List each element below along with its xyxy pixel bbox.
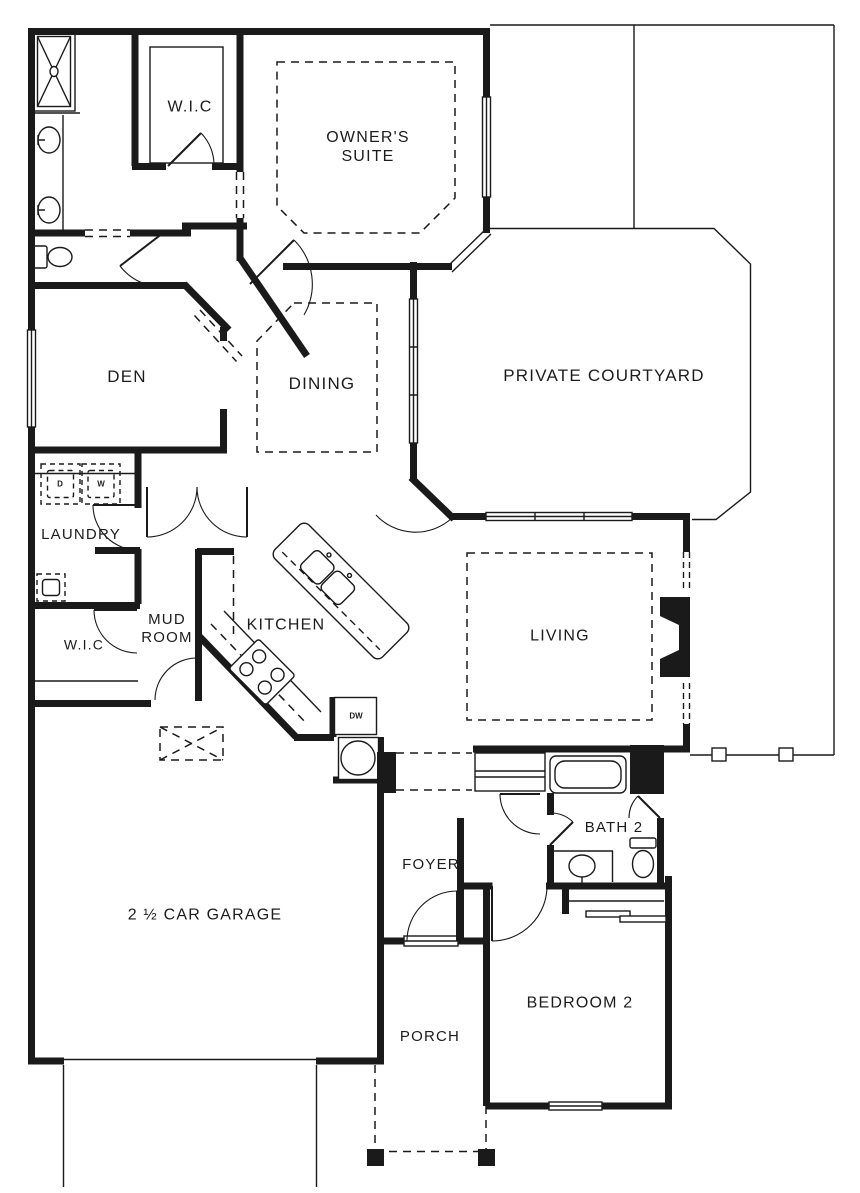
front-door xyxy=(406,890,458,942)
hall-double-door-right xyxy=(196,486,248,538)
room-label-garage: 2 ½ CAR GARAGE xyxy=(127,906,283,924)
room-label-den: DEN xyxy=(107,366,147,386)
washer xyxy=(81,463,121,505)
porch-outline xyxy=(374,1065,487,1153)
kitchen-island xyxy=(272,522,410,660)
hall-closet xyxy=(474,752,546,792)
room-label-private-courtyard: PRIVATE COURTYARD xyxy=(503,365,705,385)
room-label-bath-2: BATH 2 xyxy=(584,819,644,836)
vanity-sink-1 xyxy=(37,126,61,154)
bath2-vanity xyxy=(550,850,614,882)
bathtub xyxy=(549,755,627,794)
foyer-cased-opening xyxy=(396,752,472,791)
room-label-owners-suite: OWNER'S SUITE xyxy=(326,128,410,165)
toilet-1 xyxy=(32,245,73,269)
dryer-label: D xyxy=(57,479,63,489)
shower xyxy=(32,31,76,112)
room-label-foyer: FOYER xyxy=(402,856,460,873)
vanity-sink-3 xyxy=(568,854,596,883)
courtyard-door xyxy=(375,478,453,533)
bedroom-window xyxy=(548,1101,603,1111)
hall-closet-door xyxy=(499,793,541,835)
attic-access-box xyxy=(159,726,224,761)
den-window xyxy=(26,329,37,428)
living-dashed-windows xyxy=(682,552,691,724)
walls xyxy=(28,28,690,1110)
laundry-door xyxy=(92,504,139,551)
island-sink xyxy=(299,549,356,606)
pocket-door-bath xyxy=(85,229,130,238)
bath-shelf-line xyxy=(28,112,80,231)
courtyard-boundary xyxy=(488,227,752,521)
pocket-opening-hall xyxy=(235,172,245,218)
room-label-porch: PORCH xyxy=(399,1028,461,1045)
cooktop xyxy=(229,639,295,705)
toilet-2 xyxy=(629,837,657,879)
fireplace xyxy=(660,597,690,677)
porch-column-left xyxy=(367,1149,384,1166)
roof-line xyxy=(490,24,835,755)
bedroom2-door xyxy=(491,885,548,942)
owners-suite-window xyxy=(481,96,492,198)
courtyard-side-window xyxy=(408,298,419,444)
wall-stub xyxy=(377,752,396,793)
room-label-bedroom-2: BEDROOM 2 xyxy=(526,994,634,1012)
bedroom-closet xyxy=(562,900,667,923)
patio-posts xyxy=(711,747,794,762)
living-ceiling-outline xyxy=(466,552,653,721)
toilet-room-door xyxy=(119,232,164,288)
dishwasher-label: DW xyxy=(349,711,363,721)
room-label-living: LIVING xyxy=(530,627,590,645)
exterior-walls xyxy=(28,28,690,1110)
bath2-hall-door xyxy=(628,795,661,819)
room-label-kitchen: KITCHEN xyxy=(246,616,326,634)
washer-label: W xyxy=(97,479,105,489)
refrigerator xyxy=(337,736,380,781)
doors xyxy=(92,132,661,942)
room-label-wic-1: W.I.C xyxy=(167,98,213,116)
courtyard-bottom-window xyxy=(485,511,633,522)
solid-wall-fills xyxy=(367,597,690,1166)
fixtures xyxy=(32,31,657,883)
hall-double-door-left xyxy=(146,486,198,538)
room-label-wic-2: W.I.C xyxy=(63,636,105,653)
dishwasher xyxy=(333,696,378,736)
owners-suite-corner-window xyxy=(446,228,492,273)
bath2-inner-door xyxy=(549,812,574,846)
porch-column-right xyxy=(478,1149,495,1166)
vanity-sink-2 xyxy=(37,196,61,224)
wic2-door xyxy=(93,609,138,654)
room-label-dining: DINING xyxy=(288,373,356,393)
owners-suite-door xyxy=(249,239,313,316)
wic1-door xyxy=(167,132,215,167)
mud-garage-door xyxy=(154,657,198,701)
room-label-mud-room: MUD ROOM xyxy=(141,611,193,646)
corner-wall-chunk xyxy=(630,745,664,794)
dryer xyxy=(40,463,81,505)
front-door-threshold xyxy=(403,935,459,947)
utility-sink xyxy=(36,573,66,602)
wic1-shelves xyxy=(149,46,224,164)
site-boundary-lines xyxy=(62,24,835,1187)
millwork xyxy=(28,46,667,923)
room-label-laundry: LAUNDRY xyxy=(41,526,121,543)
driveway-lines xyxy=(62,1065,318,1187)
